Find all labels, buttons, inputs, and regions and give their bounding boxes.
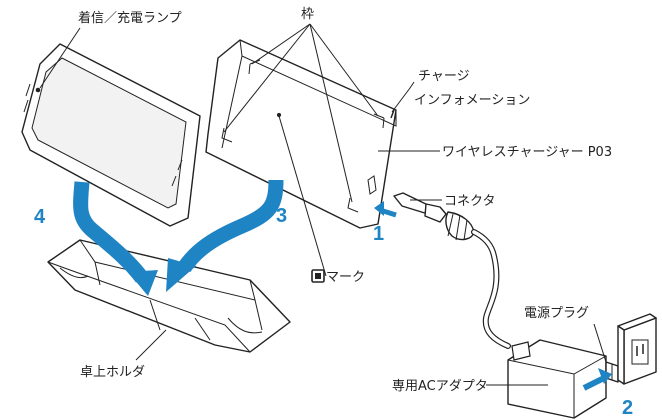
charge-info-label-line2: インフォメーション	[414, 93, 530, 108]
smartphone	[21, 43, 201, 227]
step-2-number: 2	[622, 397, 633, 419]
step-4-arrow	[73, 181, 148, 283]
connector-cable	[393, 192, 511, 349]
wireless-charger	[205, 39, 397, 229]
step-arrows	[73, 179, 612, 391]
desk-holder	[47, 239, 291, 353]
step-4-number: 4	[34, 206, 46, 228]
step-1-number: 1	[373, 223, 384, 245]
mark-label-group: マーク	[311, 269, 365, 285]
wall-outlet	[617, 313, 657, 385]
step-3-number: 3	[276, 205, 287, 227]
ac-adapter-label: 専用ACアダプタ	[392, 379, 488, 394]
desk-holder-label: 卓上ホルダ	[80, 365, 145, 380]
frame-label: 枠	[301, 7, 314, 22]
ac-adapter	[507, 339, 619, 419]
step-3-arrow	[177, 179, 284, 273]
incoming-lamp-indicator	[35, 87, 41, 93]
callout-lines	[39, 23, 607, 386]
connector-label: コネクタ	[444, 194, 495, 209]
charge-info-label-line1: チャージ	[418, 69, 470, 84]
incoming-lamp-label: 着信／充電ランプ	[78, 10, 182, 26]
charger-name-label: ワイヤレスチャージャー P03	[442, 145, 612, 160]
step-2-arrow	[582, 375, 606, 391]
power-plug-label: 電源プラグ	[524, 306, 589, 321]
mark-label: マーク	[326, 270, 365, 285]
